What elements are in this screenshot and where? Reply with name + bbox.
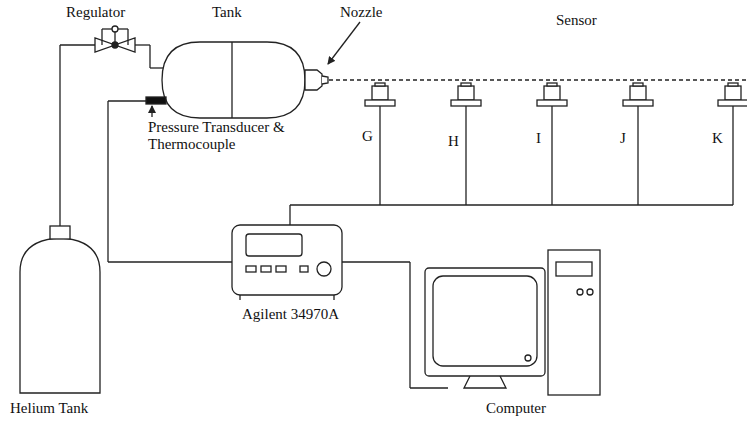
sensor-probe [537, 83, 567, 205]
sensor-letter: I [536, 130, 541, 147]
helium-cylinder [20, 238, 100, 393]
part-label: Nozzle [340, 4, 382, 21]
sensor-probe [623, 83, 653, 205]
sensor-letter: J [620, 130, 626, 147]
sensor-letter: H [448, 133, 459, 150]
nozzle [305, 70, 322, 90]
sensor-letter: G [362, 128, 373, 145]
computer-illustration [425, 250, 600, 395]
part-label: Tank [212, 4, 242, 21]
data-logger [232, 225, 342, 300]
sensor-letter: K [712, 130, 723, 147]
tank-vessel [162, 42, 305, 118]
pressure-transducer [146, 97, 166, 104]
part-label: Helium Tank [10, 400, 88, 417]
regulator-symbol [95, 26, 135, 52]
part-label: Computer [486, 400, 546, 417]
part-label: Agilent 34970A [242, 306, 339, 323]
part-label: Pressure Transducer & Thermocouple [148, 119, 288, 153]
part-label: Sensor [556, 12, 597, 29]
part-label: Regulator [66, 4, 125, 21]
